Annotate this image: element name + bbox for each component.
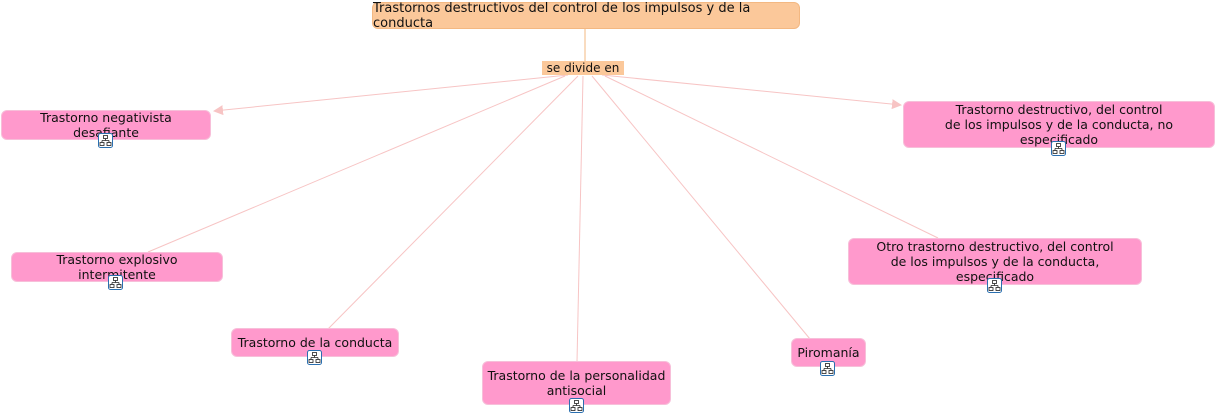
line-to-piromania bbox=[591, 75, 811, 340]
concept-label: Trastorno explosivo intermitente bbox=[56, 252, 178, 282]
root-concept[interactable]: Trastornos destructivos del control de l… bbox=[372, 0, 800, 31]
concept-map-icon[interactable] bbox=[569, 398, 584, 413]
linking-phrase[interactable]: se divide en bbox=[542, 61, 624, 75]
concept-map-icon[interactable] bbox=[1051, 141, 1066, 156]
concept-personalidad-antisocial[interactable]: Trastorno de la personalidad antisocial bbox=[482, 361, 671, 405]
line-to-especificado bbox=[604, 75, 939, 239]
concept-label: Trastorno negativista desafiante bbox=[40, 110, 172, 140]
concept-label: Piromanía bbox=[797, 345, 860, 360]
line-to-antisocial bbox=[576, 75, 584, 363]
concept-map-icon[interactable] bbox=[108, 275, 123, 290]
concept-label: Trastorno de la conducta bbox=[237, 335, 393, 350]
concept-map-icon[interactable] bbox=[307, 350, 322, 365]
concept-label: Trastorno destructivo, del control de lo… bbox=[944, 102, 1174, 147]
line-to-no-especificado bbox=[601, 74, 902, 110]
concept-map-icon[interactable] bbox=[98, 133, 113, 148]
line-to-explosivo bbox=[147, 75, 566, 253]
concept-map-icon[interactable] bbox=[820, 361, 835, 376]
concept-especificado[interactable]: Otro trastorno destructivo, del control … bbox=[848, 238, 1142, 285]
concept-label: Trastorno de la personalidad antisocial bbox=[487, 368, 666, 398]
root-concept-label: Trastornos destructivos del control de l… bbox=[373, 0, 751, 31]
concept-explosivo-intermitente[interactable]: Trastorno explosivo intermitente bbox=[11, 252, 223, 282]
line-to-negativista bbox=[213, 74, 569, 116]
concept-no-especificado[interactable]: Trastorno destructivo, del control de lo… bbox=[903, 101, 1215, 148]
concept-label: Otro trastorno destructivo, del control … bbox=[876, 239, 1114, 284]
concept-map-icon[interactable] bbox=[987, 278, 1002, 293]
line-to-conducta bbox=[327, 75, 579, 330]
